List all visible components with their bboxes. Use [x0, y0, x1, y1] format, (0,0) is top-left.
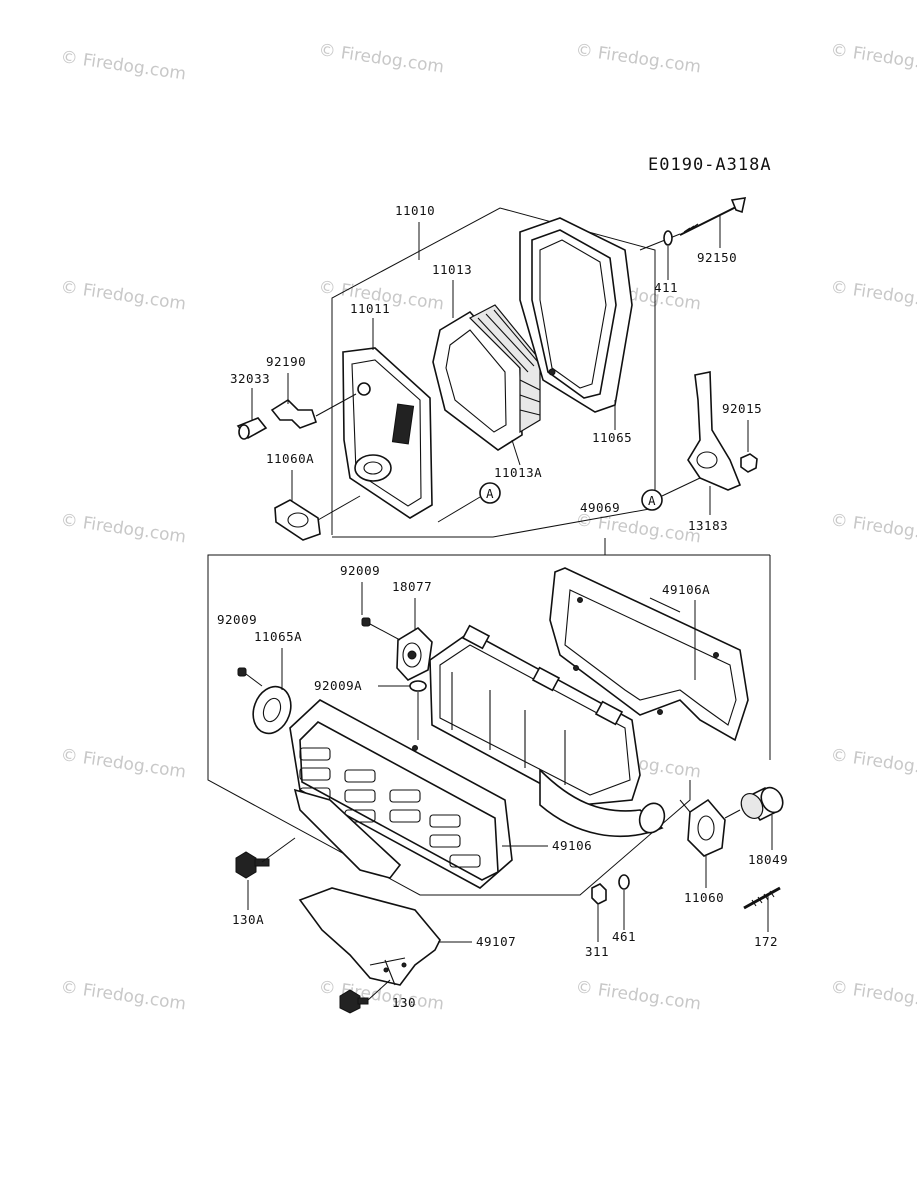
label-18077: 18077	[392, 579, 432, 594]
part-92009A	[409, 680, 427, 740]
label-92150: 92150	[697, 250, 737, 265]
label-11065: 11065	[592, 430, 632, 445]
callout-a-bracket: A	[641, 477, 701, 511]
part-172	[743, 886, 781, 910]
label-92009A: 92009A	[314, 678, 362, 693]
callout-label: A	[486, 486, 494, 501]
part-92009-a	[361, 617, 401, 641]
label-13183: 13183	[688, 518, 728, 533]
label-92190: 92190	[266, 354, 306, 369]
label-311: 311	[585, 944, 609, 959]
muffler-rear-box	[429, 624, 641, 806]
part-11065A	[252, 685, 292, 735]
label-92009-a: 92009	[340, 563, 380, 578]
label-461: 461	[612, 929, 636, 944]
air-cleaner-group: A A	[236, 197, 758, 541]
watermark: © Firedog.com	[829, 745, 917, 782]
svg-text:© Firedog.com: © Firedog.com	[829, 277, 917, 314]
part-130A	[235, 837, 296, 879]
label-49106: 49106	[552, 838, 592, 853]
watermark: © Firedog.com	[829, 977, 917, 1014]
label-11010: 11010	[395, 203, 435, 218]
label-49106A: 49106A	[662, 582, 710, 597]
watermark: © Firedog.com	[317, 40, 445, 77]
label-172: 172	[754, 934, 778, 949]
callout-a-upper: A	[437, 482, 501, 523]
label-11060A: 11060A	[266, 451, 314, 466]
svg-text:© Firedog.com: © Firedog.com	[59, 277, 187, 314]
watermark: © Firedog.com	[59, 745, 187, 782]
part-11060A	[274, 495, 361, 541]
svg-text:© Firedog.com: © Firedog.com	[59, 510, 187, 547]
svg-text:© Firedog.com: © Firedog.com	[59, 47, 187, 84]
svg-text:© Firedog.com: © Firedog.com	[829, 977, 917, 1014]
part-461	[618, 874, 630, 890]
svg-text:© Firedog.com: © Firedog.com	[829, 745, 917, 782]
part-11065	[519, 217, 633, 413]
label-18049: 18049	[748, 852, 788, 867]
label-11013A: 11013A	[494, 465, 542, 480]
part-92009-b	[237, 667, 263, 687]
watermark: © Firedog.com	[829, 277, 917, 314]
part-18077	[396, 626, 433, 681]
label-49069: 49069	[580, 500, 620, 515]
part-11011	[342, 347, 433, 519]
svg-text:© Firedog.com: © Firedog.com	[59, 977, 187, 1014]
svg-text:© Firedog.com: © Firedog.com	[829, 40, 917, 77]
svg-text:© Firedog.com: © Firedog.com	[574, 40, 702, 77]
part-13183	[687, 371, 742, 491]
label-130A: 130A	[232, 912, 264, 927]
part-49107	[298, 887, 441, 986]
part-92150	[639, 197, 747, 251]
label-49107: 49107	[476, 934, 516, 949]
svg-text:© Firedog.com: © Firedog.com	[317, 40, 445, 77]
label-92009-b: 92009	[217, 612, 257, 627]
svg-text:© Firedog.com: © Firedog.com	[317, 977, 445, 1014]
group-frame-49069	[207, 538, 691, 896]
watermark: © Firedog.com	[574, 40, 702, 77]
label-11013: 11013	[432, 262, 472, 277]
svg-text:© Firedog.com: © Firedog.com	[59, 745, 187, 782]
svg-text:© Firedog.com: © Firedog.com	[574, 510, 702, 547]
part-11060	[679, 798, 741, 857]
muffler-group	[207, 538, 784, 1014]
watermark: © Firedog.com	[829, 40, 917, 77]
part-labels: 11010 11013 11011 92190 32033 11060A 110…	[217, 203, 788, 1010]
part-411	[663, 230, 673, 246]
label-11065A: 11065A	[254, 629, 302, 644]
svg-text:© Firedog.com: © Firedog.com	[574, 977, 702, 1014]
group-frame-11010	[331, 207, 656, 538]
label-411: 411	[654, 280, 678, 295]
label-11060: 11060	[684, 890, 724, 905]
watermark: © Firedog.com	[574, 510, 702, 547]
watermark: © Firedog.com	[59, 510, 187, 547]
watermark: © Firedog.com	[59, 977, 187, 1014]
part-92190	[270, 398, 318, 429]
part-18049	[740, 786, 784, 822]
label-32033: 32033	[230, 371, 270, 386]
label-130: 130	[392, 995, 416, 1010]
callout-label: A	[648, 493, 656, 508]
watermark: © Firedog.com	[59, 47, 187, 84]
diagram-code: E0190-A318A	[648, 155, 772, 175]
svg-text:© Firedog.com: © Firedog.com	[829, 510, 917, 547]
watermark: © Firedog.com	[574, 977, 702, 1014]
part-92015	[740, 453, 758, 473]
label-11011: 11011	[350, 301, 390, 316]
label-92015: 92015	[722, 401, 762, 416]
part-32033	[236, 417, 268, 440]
watermark: © Firedog.com	[59, 277, 187, 314]
watermark: © Firedog.com	[317, 977, 445, 1014]
watermark: © Firedog.com	[829, 510, 917, 547]
part-130	[339, 979, 391, 1014]
exhaust-pipe	[539, 768, 666, 838]
part-11013	[432, 304, 541, 451]
part-49106A	[549, 567, 749, 742]
part-311	[591, 883, 607, 905]
part-49106	[289, 699, 513, 889]
